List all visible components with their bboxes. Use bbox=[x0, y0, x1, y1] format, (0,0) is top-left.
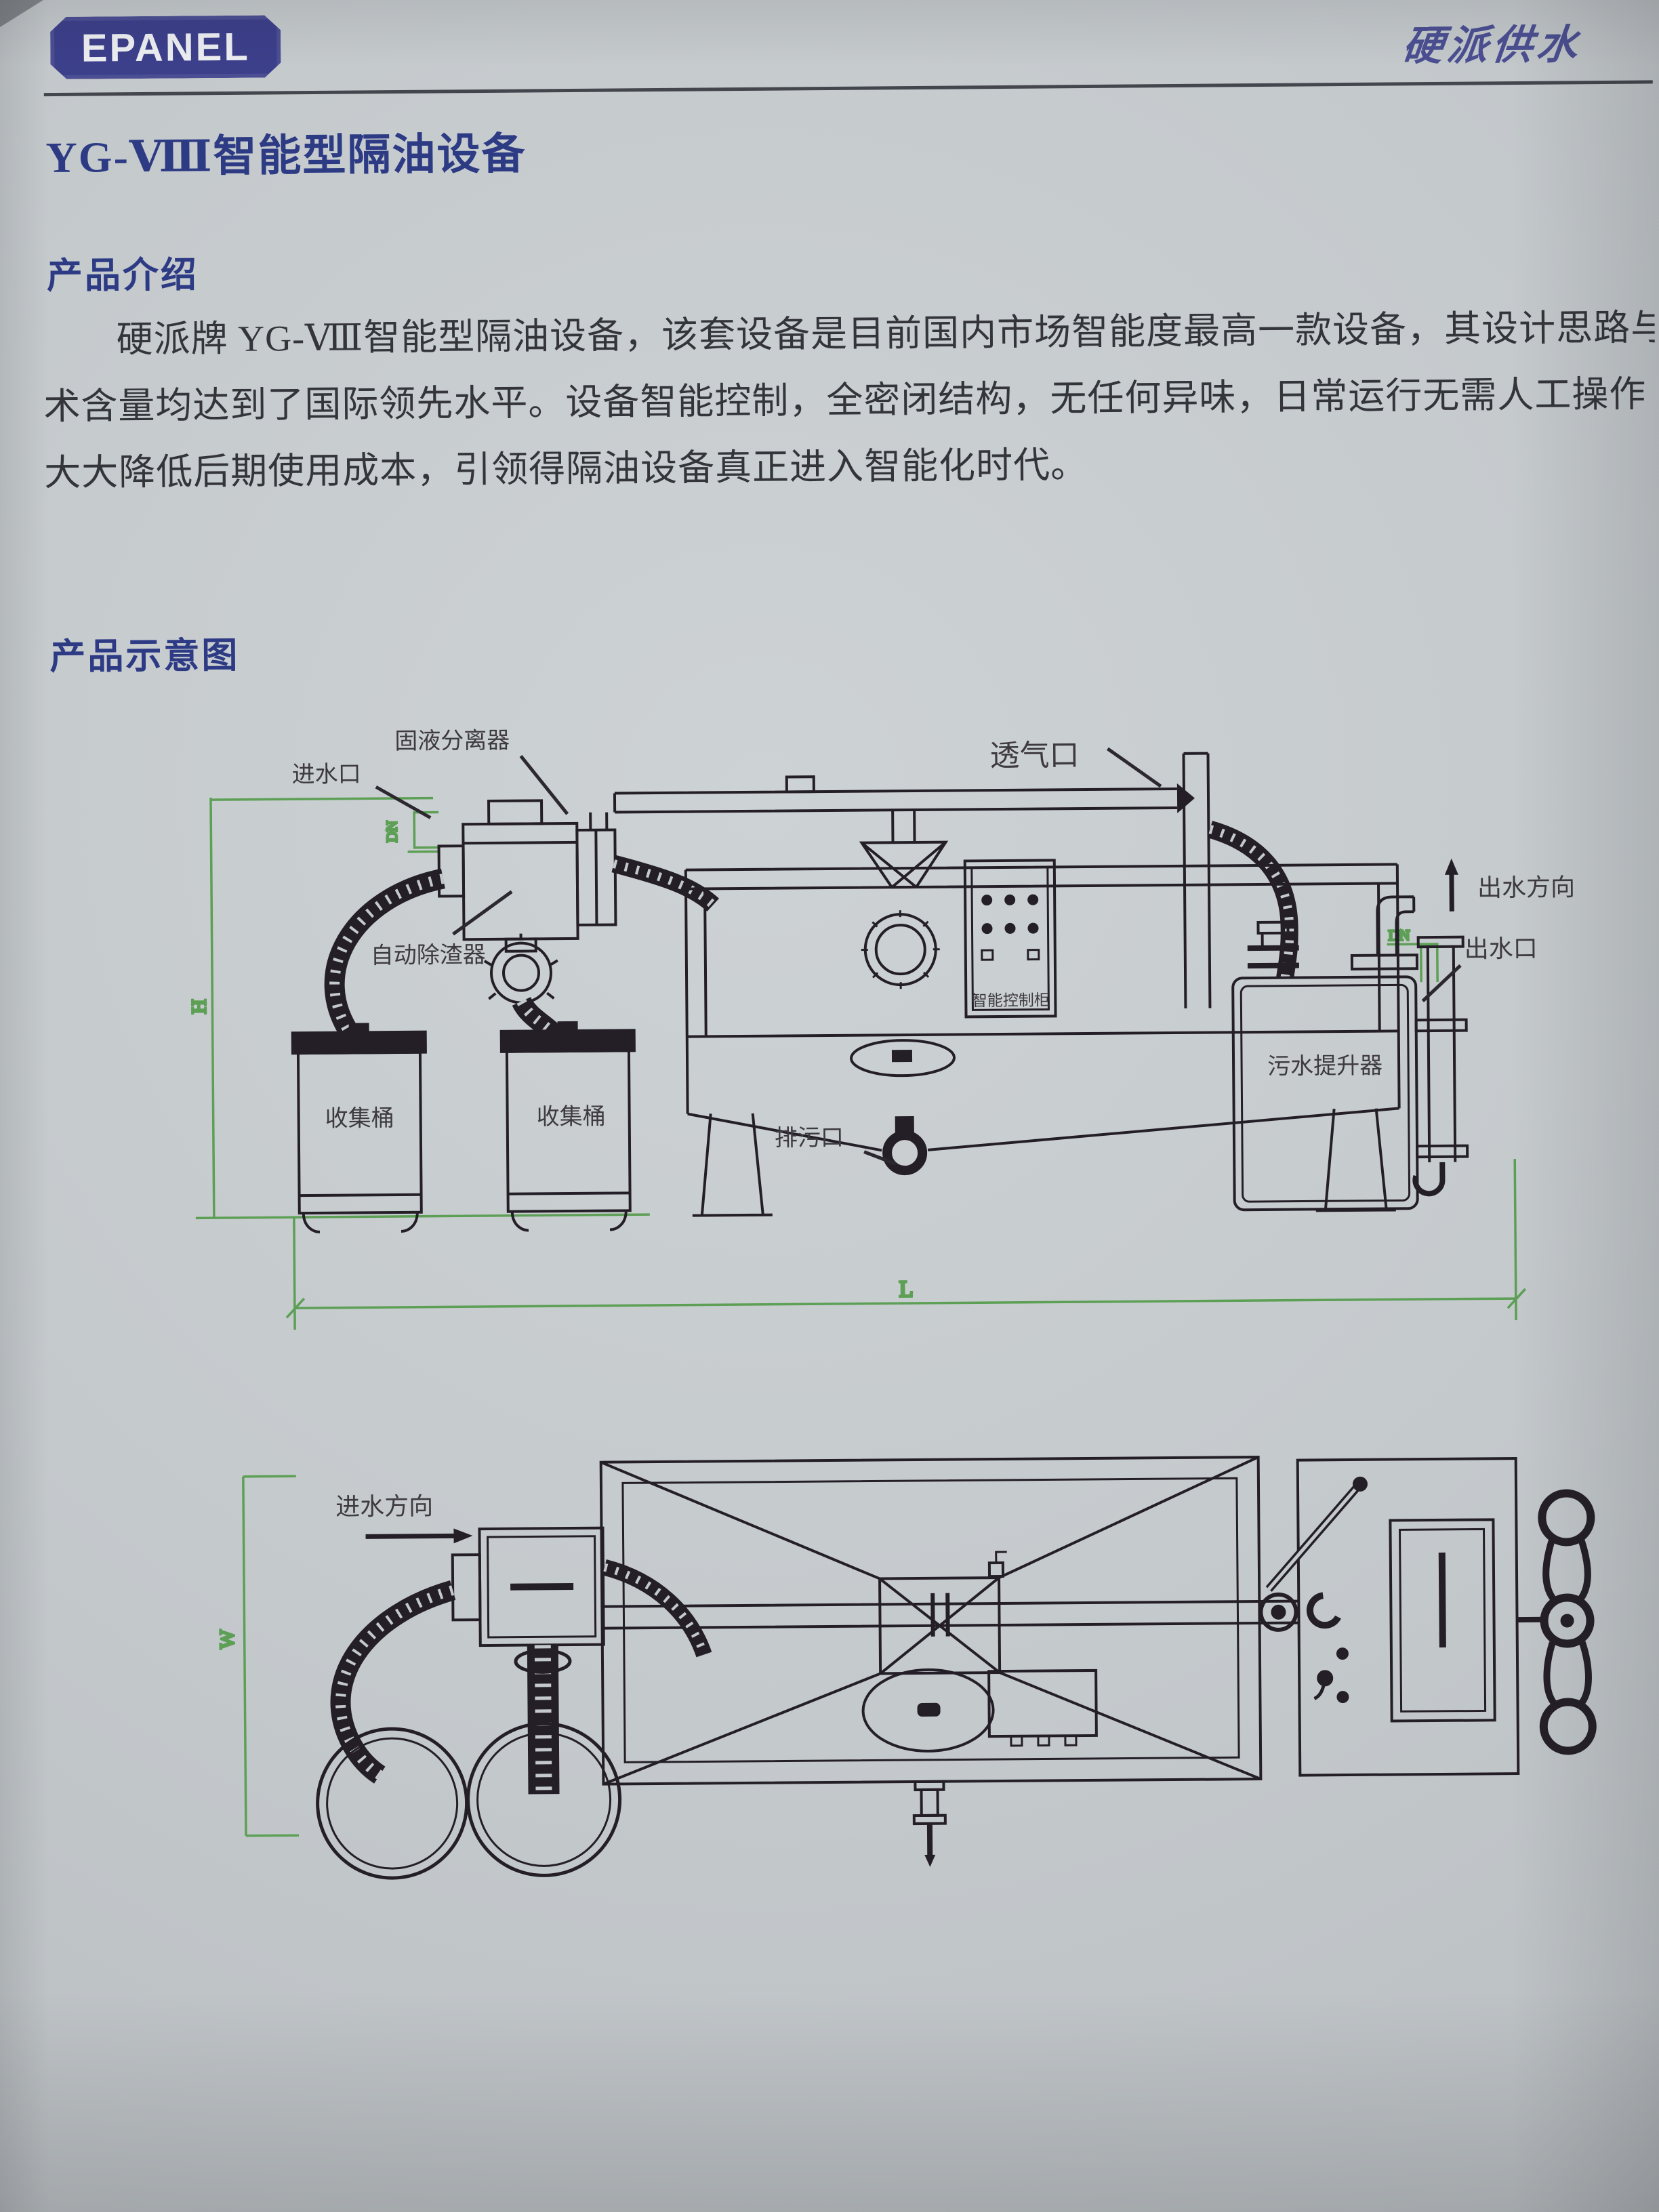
plan-hose-left bbox=[330, 1580, 456, 1784]
collection-bucket-right bbox=[499, 1021, 636, 1232]
label-water-inlet: 进水口 bbox=[292, 762, 361, 787]
sewage-lifter bbox=[1231, 895, 1419, 1212]
side-view-diagram: H L DN DN bbox=[187, 728, 1575, 1330]
side-view-dimensions: H L DN DN bbox=[187, 796, 1527, 1330]
plan-view-drawing bbox=[316, 1456, 1597, 1880]
dim-w-label: W bbox=[216, 1629, 239, 1649]
plan-view-labels: 进水方向 bbox=[335, 1493, 473, 1544]
right-arrow-icon bbox=[365, 1528, 473, 1544]
label-collection-bucket-left: 收集桶 bbox=[325, 1105, 394, 1132]
label-sewage-lifter: 污水提升器 bbox=[1267, 1053, 1382, 1080]
label-collection-bucket-right: 收集桶 bbox=[537, 1104, 606, 1130]
side-view-drawing bbox=[291, 752, 1469, 1233]
label-vent-port: 透气口 bbox=[989, 739, 1079, 773]
plan-hose-inner bbox=[602, 1559, 712, 1658]
label-outlet-direction: 出水方向 bbox=[1477, 874, 1575, 901]
label-drain-outlet: 排污口 bbox=[775, 1125, 844, 1151]
plan-view-diagram: W bbox=[215, 1456, 1597, 1880]
control-cabinet bbox=[963, 859, 1057, 1019]
side-view-labels: 固液分离器 进水口 透气口 自动除渣器 收集桶 收集桶 排污口 智能控制柜 污水… bbox=[292, 728, 1575, 1166]
bucket-circles-plan bbox=[316, 1721, 622, 1880]
hose-to-left-bucket bbox=[324, 868, 446, 1043]
dim-l-label: L bbox=[899, 1277, 914, 1302]
label-water-outlet: 出水口 bbox=[1465, 935, 1538, 963]
dn-inlet-label: DN bbox=[383, 821, 400, 842]
inlet-assembly-plan bbox=[451, 1526, 605, 1647]
label-solid-liquid-separator: 固液分离器 bbox=[394, 728, 510, 754]
label-control-cabinet: 智能控制柜 bbox=[972, 991, 1050, 1009]
up-arrow-icon bbox=[1444, 858, 1458, 912]
outlet-pipe bbox=[1412, 935, 1469, 1197]
plan-view-dimensions: W bbox=[215, 1475, 300, 1837]
dim-h-label: H bbox=[188, 999, 210, 1014]
plan-hose-down bbox=[514, 1645, 572, 1795]
flange-chain bbox=[1517, 1489, 1597, 1755]
collection-bucket-left bbox=[291, 1023, 427, 1233]
label-auto-deslagger: 自动除渣器 bbox=[371, 942, 486, 968]
hose-riser-to-lifter bbox=[1207, 821, 1298, 979]
label-inlet-direction: 进水方向 bbox=[335, 1493, 433, 1521]
main-tank bbox=[684, 809, 1401, 1217]
